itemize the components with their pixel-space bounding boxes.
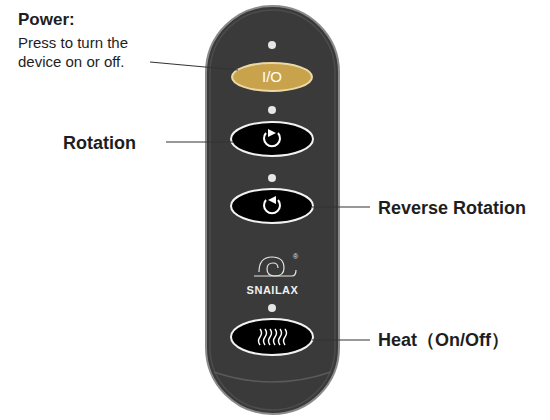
- callout-heading: Power:: [18, 9, 198, 30]
- trademark-mark: ®: [293, 253, 305, 262]
- power-button: I/O: [231, 62, 313, 92]
- remote-body: SNAILAX I/O: [205, 5, 340, 415]
- button-label: I/O: [231, 62, 313, 92]
- callout-label: Rotation: [63, 132, 163, 155]
- callout-note: Press to turn the device on or off.: [18, 34, 158, 72]
- callout-label: Reverse Rotation: [378, 197, 548, 220]
- brand-name: SNAILAX: [205, 284, 340, 296]
- callout-label: Heat（On/Off）: [378, 329, 548, 352]
